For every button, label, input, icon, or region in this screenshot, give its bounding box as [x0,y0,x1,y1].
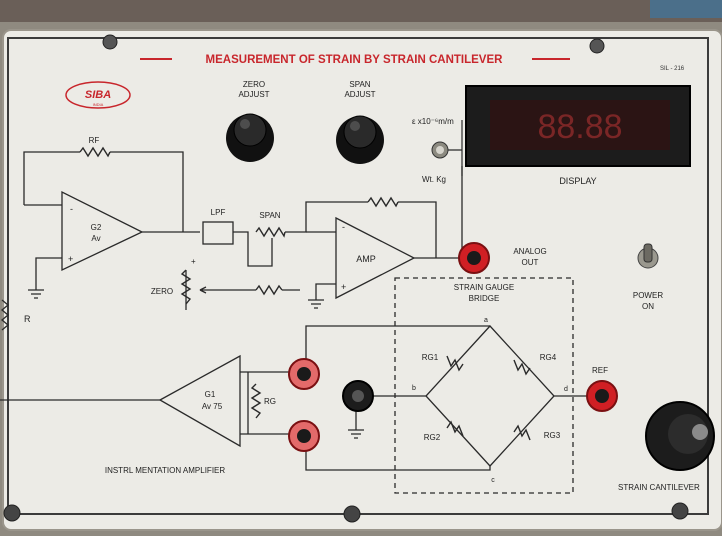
rg2-label: RG2 [424,433,441,442]
instrumentation-amplifier-label: INSTRL MENTATION AMPLIFIER [105,466,226,475]
strain-cantilever-connector[interactable] [645,401,715,471]
strain-unit-label: ε x10⁻⁶m/m [412,117,454,126]
weight-unit-label: Wt. Kg [422,175,446,184]
power-toggle-switch[interactable] [637,243,659,269]
power-label-1: POWER [633,291,663,300]
strain-cantilever-label: STRAIN CANTILEVER [618,483,700,492]
zero-label: ZERO [151,287,173,296]
analog-out-label-1: ANALOG [513,247,546,256]
ground-socket[interactable] [342,380,374,412]
g2-gain-label: Av [91,234,100,243]
g2-minus: - [70,204,73,214]
circuit-wiring [0,151,600,494]
ref-label: REF [592,366,608,375]
r-label: R [24,314,31,324]
span-adjust-label-1: SPAN [349,80,370,89]
panel-title: MEASUREMENT OF STRAIN BY STRAIN CANTILEV… [206,54,504,66]
siba-logo: SIBA INDIA [65,81,131,109]
power-label-2: ON [642,302,654,311]
rg3-label: RG3 [544,431,561,440]
amp-label: AMP [356,254,376,264]
panel-screws [3,34,689,523]
blue-edge [650,0,722,18]
g1-label: G1 [205,390,216,399]
logo-subtext: INDIA [93,102,104,107]
rg4-label: RG4 [540,353,557,362]
zero-adjust-knob[interactable] [226,113,274,162]
zero-adjust-label-2: ADJUST [238,90,269,99]
analog-out-label-2: OUT [522,258,539,267]
g2-label: G2 [91,223,102,232]
amp-minus: - [342,222,345,232]
bridge-label-2: BRIDGE [469,294,500,303]
lpf-label: LPF [211,208,226,217]
g1-gain-label: Av 75 [202,402,223,411]
display-label: DISPLAY [559,176,596,186]
bridge-label-1: STRAIN GAUGE [454,283,514,292]
rf-label: RF [89,136,100,145]
digital-display: 88.88 [465,85,691,167]
rg1-label: RG1 [422,353,439,362]
zero-plus: + [191,257,196,266]
node-b-label: b [412,385,416,392]
display-reading: 88.88 [537,108,622,146]
mode-selector-toggle[interactable] [431,141,449,159]
g1-input-socket-bottom[interactable] [288,420,320,452]
node-a-label: a [484,317,488,324]
amp-plus: + [341,282,346,292]
analog-out-socket[interactable] [458,242,490,274]
rg-label: RG [264,397,276,406]
model-code: SIL - 216 [660,66,685,72]
node-c-label: c [491,477,495,484]
span-adjust-label-2: ADJUST [344,90,375,99]
g1-input-socket-top[interactable] [288,358,320,390]
node-d-label: d [564,386,568,393]
span-adjust-knob[interactable] [336,115,384,164]
ref-socket[interactable] [586,380,618,412]
logo-text: SIBA [85,89,111,101]
zero-adjust-label-1: ZERO [243,80,265,89]
resistor-symbols [79,146,531,441]
top-edge [0,0,722,22]
span-label: SPAN [259,211,280,220]
g2-plus: + [68,254,73,264]
